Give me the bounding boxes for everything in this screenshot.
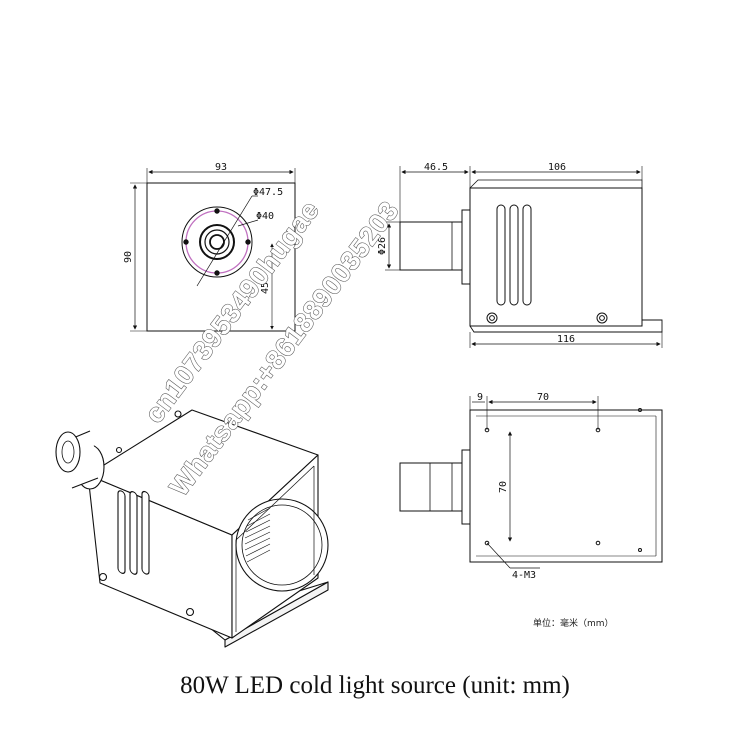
screw bbox=[98, 572, 108, 582]
vent-slot bbox=[141, 490, 150, 575]
edge-offset-label: 9 bbox=[477, 392, 483, 403]
heatsink-fins bbox=[244, 507, 271, 563]
screw bbox=[596, 312, 608, 324]
lens-center bbox=[209, 234, 225, 250]
outer-diameter-label: Φ47.5 bbox=[253, 187, 283, 198]
screw bbox=[174, 410, 182, 418]
bottom-view-lens bbox=[399, 462, 463, 512]
front-width-label: 93 bbox=[215, 162, 227, 173]
vent-slot bbox=[509, 204, 519, 306]
bottom-view bbox=[399, 396, 663, 569]
lens-length-label: 46.5 bbox=[424, 162, 448, 173]
hole-spacing-x-label: 70 bbox=[537, 392, 549, 403]
mount-hole bbox=[214, 270, 220, 276]
mount-hole bbox=[245, 239, 251, 245]
side-view-body bbox=[469, 187, 643, 327]
inner-diameter-label: Φ40 bbox=[256, 211, 274, 222]
screw-label: 4-M3 bbox=[512, 570, 536, 581]
hole-spacing-y-label: 70 bbox=[498, 481, 509, 493]
screw bbox=[486, 312, 498, 324]
screw bbox=[185, 607, 195, 617]
front-height-label: 90 bbox=[123, 251, 134, 263]
front-view-body-outline bbox=[146, 182, 296, 332]
body-length-label: 106 bbox=[548, 162, 566, 173]
vent-slot bbox=[117, 490, 126, 574]
mount-hole bbox=[484, 540, 490, 546]
unit-note: 单位：毫米（mm） bbox=[533, 617, 614, 629]
lens-flange bbox=[181, 206, 253, 278]
vent-slot bbox=[496, 204, 506, 306]
side-view-flange bbox=[461, 209, 471, 285]
side-view bbox=[385, 166, 663, 348]
total-length-label: 116 bbox=[557, 334, 575, 345]
offset-label: 45 bbox=[260, 282, 271, 294]
vent-slot bbox=[129, 491, 138, 575]
front-view bbox=[130, 168, 296, 332]
mount-hole bbox=[595, 540, 601, 546]
mounting-circle bbox=[185, 210, 249, 274]
isometric-view bbox=[55, 409, 329, 648]
mount-hole bbox=[214, 208, 220, 214]
vent-slot bbox=[522, 204, 532, 306]
side-view-lens bbox=[399, 221, 463, 271]
bottom-view-flange bbox=[461, 449, 471, 525]
lens-diameter-label: Φ26 bbox=[377, 237, 388, 255]
lens-outer-ring bbox=[199, 224, 235, 260]
mount-hole bbox=[183, 239, 189, 245]
caption: 80W LED cold light source (unit: mm) bbox=[180, 672, 570, 699]
